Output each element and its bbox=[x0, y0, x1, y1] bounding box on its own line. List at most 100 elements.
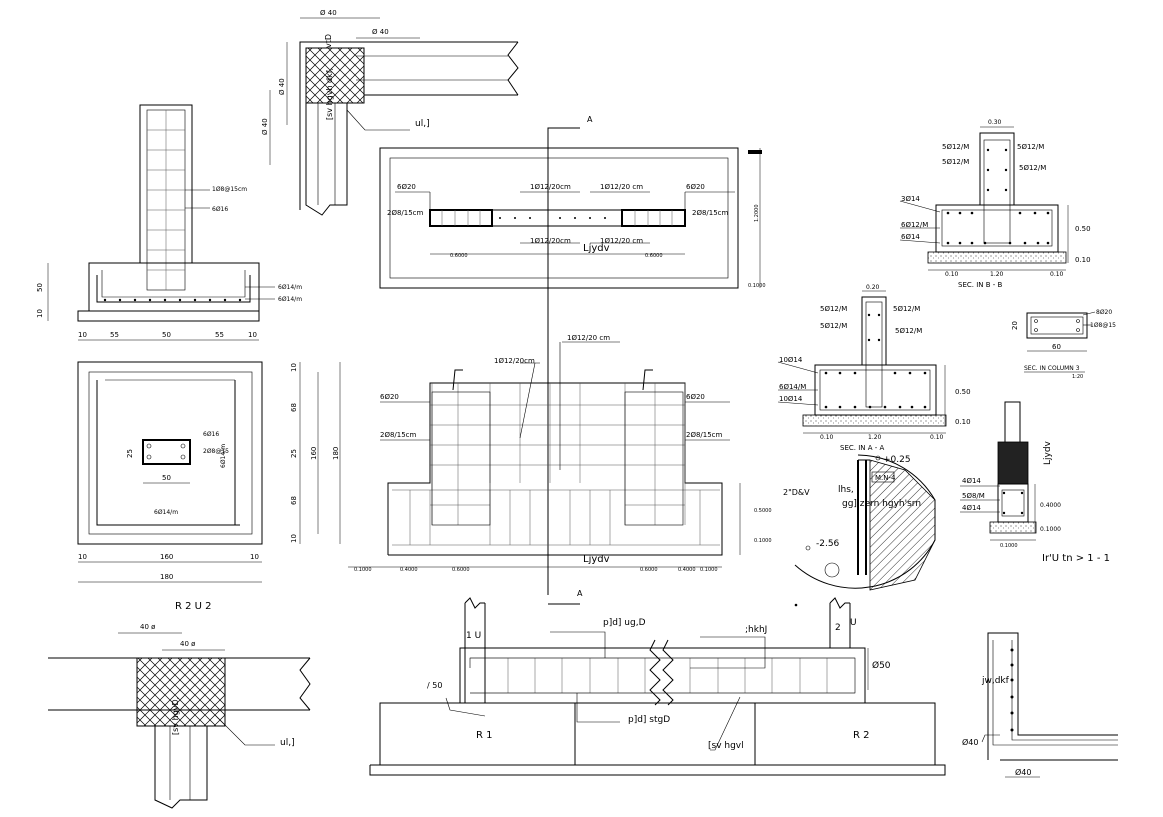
plan-dim-r-10a: 10 bbox=[290, 363, 298, 372]
plan-dim-b-160: 160 bbox=[160, 553, 173, 561]
aa-dim-b-3: 0.10 bbox=[930, 434, 944, 441]
be-bottom-label: Ljydv bbox=[583, 554, 610, 565]
bp-label-1o12-a: 1Ø12/20cm bbox=[530, 183, 571, 191]
label-bottom-bars-2: 6Ø14/m bbox=[278, 296, 302, 303]
beam-elevation: 1Ø12/20cm 1Ø12/20 cm 6Ø20 6Ø20 2Ø8/15cm … bbox=[348, 334, 772, 605]
aa-label-1: 5Ø12/M bbox=[820, 305, 847, 313]
bp-label-6o20-r: 6Ø20 bbox=[686, 183, 705, 191]
bp-dim-r-2: 0.1000 bbox=[748, 283, 766, 289]
gb-left-angle: / 50 bbox=[427, 681, 442, 690]
be-label-6o20-r: 6Ø20 bbox=[686, 393, 705, 401]
bb-label-7: 6Ø14 bbox=[901, 233, 920, 241]
footing-caption: R 2 U 2 bbox=[175, 601, 212, 612]
col-caption: SEC. IN COLUMN 3 bbox=[1024, 365, 1080, 372]
bb-dim-b-1: 0.10 bbox=[945, 271, 959, 278]
bp-center-label: Ljydv bbox=[583, 243, 610, 254]
be-label-1o12-b: 1Ø12/20 cm bbox=[567, 334, 610, 342]
grade-beam: p]d] ug,D ;hkhJ p]d] stgD [sv hgvl 1 U /… bbox=[369, 597, 946, 776]
gb-right-dim: Ø50 bbox=[872, 660, 891, 671]
gb-label-right: ;hkhJ bbox=[745, 625, 767, 635]
bb-dim-r-1: 0.50 bbox=[1075, 225, 1091, 233]
gb-label-top: p]d] ug,D bbox=[603, 618, 646, 628]
be-dim-1: 0.1000 bbox=[354, 567, 372, 573]
wf-v-label: Ljydv bbox=[1043, 440, 1053, 465]
corner-bottom-dim-2: 40 ø bbox=[180, 640, 196, 648]
footing-plan: 6Ø16 6Ø14/m 2Ø8@15 6Ø14/m 25 50 10 68 25… bbox=[77, 361, 341, 612]
bb-label-5: 3Ø14 bbox=[901, 195, 920, 203]
wf-caption: Ir'U tn > 1 - 1 bbox=[1042, 553, 1110, 564]
corner-joint-bottom: 40 ø 40 ø [sv hgvD, ul,] bbox=[48, 623, 311, 809]
label-stirrups: 1Ø8@15cm bbox=[212, 186, 247, 193]
bb-dim-b-3: 0.10 bbox=[1050, 271, 1064, 278]
sc-dim-1: Ø40 bbox=[962, 737, 978, 747]
wf-label-3: 4Ø14 bbox=[962, 504, 981, 512]
sc-dim-2: Ø40 bbox=[1015, 767, 1031, 777]
bb-dim-b-2: 1.20 bbox=[990, 271, 1004, 278]
wf-label-1: 4Ø14 bbox=[962, 477, 981, 485]
corner-joint-top: Ø 40 Ø 40 Ø 40 Ø 40 vtD [sv hgvh dkf, ul… bbox=[261, 9, 519, 216]
be-dim-4: 0.6000 bbox=[640, 567, 658, 573]
be-label-6o20-l: 6Ø20 bbox=[380, 393, 399, 401]
sc-v-label: jw,dkf bbox=[981, 676, 1010, 686]
col-label-8o20: 8Ø20 bbox=[1096, 309, 1112, 316]
plan-dim-r-68b: 68 bbox=[290, 496, 298, 505]
plan-dim-r-10b: 10 bbox=[290, 534, 298, 543]
dim-b-55b: 55 bbox=[215, 331, 224, 339]
plan-label-2o8: 2Ø8@15 bbox=[203, 448, 229, 455]
wf-dim-r-1: 0.4000 bbox=[1040, 502, 1061, 509]
aa-label-2: 5Ø12/M bbox=[820, 322, 847, 330]
plan-dim-25: 25 bbox=[126, 449, 134, 458]
corner-top-dim-3: Ø 40 bbox=[278, 78, 286, 95]
bp-label-1o12-d: 1Ø12/20 cm bbox=[600, 237, 643, 245]
bp-dim-2: 0.6000 bbox=[645, 253, 663, 259]
bp-label-6o20-l: 6Ø20 bbox=[397, 183, 416, 191]
bp-dim-r-1: 1.2000 bbox=[754, 205, 760, 223]
col-label-1o8: 1Ø8@15 bbox=[1090, 322, 1116, 329]
dim-b-10a: 10 bbox=[78, 331, 87, 339]
col-dim-20: 20 bbox=[1011, 321, 1019, 330]
section-bb: 0.30 5Ø12/M 5Ø12/M 5Ø12/M 5Ø12/M 3Ø14 6Ø… bbox=[899, 119, 1091, 289]
bp-label-1o12-b: 1Ø12/20 cm bbox=[600, 183, 643, 191]
drain-label-2: lhs, bbox=[838, 485, 854, 495]
aa-dim-b-2: 1.20 bbox=[868, 434, 882, 441]
be-dim-2: 0.4000 bbox=[400, 567, 418, 573]
corner-top-dim-2: Ø 40 bbox=[372, 28, 389, 36]
be-dim-r-1: 0.5000 bbox=[754, 508, 772, 514]
drain-label-pipe: 2"D&V bbox=[783, 488, 810, 497]
aa-label-5: 10Ø14 bbox=[779, 356, 803, 364]
be-dim-r-2: 0.1000 bbox=[754, 538, 772, 544]
bb-label-3: 5Ø12/M bbox=[1017, 143, 1044, 151]
bp-label-2o8-l: 2Ø8/15cm bbox=[387, 209, 424, 217]
drain-label-3: gg] zern hgyh'srn bbox=[842, 499, 921, 509]
bb-label-4: 5Ø12/M bbox=[1019, 164, 1046, 172]
gb-footing-r2: R 2 bbox=[853, 730, 870, 741]
corner-top-dim-4: Ø 40 bbox=[261, 118, 269, 135]
drain-level-top: +0.25 bbox=[883, 455, 911, 465]
plan-dim-50: 50 bbox=[162, 474, 171, 482]
plan-label-6o14m-v: 6Ø14/m bbox=[220, 444, 227, 468]
wf-dim-r-2: 0.1000 bbox=[1040, 526, 1061, 533]
bb-label-1: 5Ø12/M bbox=[942, 143, 969, 151]
plan-dim-r-25: 25 bbox=[290, 449, 298, 458]
section-aa: 0.20 5Ø12/M 5Ø12/M 5Ø12/M 5Ø12/M 10Ø14 6… bbox=[777, 284, 971, 452]
wall-footing: 4Ø14 5Ø8/M 4Ø14 0.4000 0.1000 0.1000 Ljy… bbox=[960, 401, 1110, 564]
aa-dim-r-1: 0.50 bbox=[955, 388, 971, 396]
beam-plan: 6Ø20 1Ø12/20cm 1Ø12/20 cm 6Ø20 2Ø8/15cm … bbox=[379, 115, 766, 595]
plan-label-6o14m-h: 6Ø14/m bbox=[154, 509, 178, 516]
corner-bottom-callout: ul,] bbox=[280, 738, 295, 748]
corner-top-vtext-inner: [sv hgvh dkf, bbox=[325, 68, 334, 120]
aa-label-4: 5Ø12/M bbox=[895, 327, 922, 335]
be-dim-5: 0.4000 bbox=[678, 567, 696, 573]
be-label-2o8-r: 2Ø8/15cm bbox=[686, 431, 723, 439]
bb-label-6: 6Ø12/M bbox=[901, 221, 928, 229]
bp-dim-1: 0.6000 bbox=[450, 253, 468, 259]
plan-dim-b-10a: 10 bbox=[78, 553, 87, 561]
gb-label-bottom: p]d] stgD bbox=[628, 715, 670, 725]
be-dim-6: 0.1000 bbox=[700, 567, 718, 573]
plan-label-6o16: 6Ø16 bbox=[203, 431, 219, 438]
corner-top-callout: ul,] bbox=[415, 119, 430, 129]
plan-dim-b-180: 180 bbox=[160, 573, 173, 581]
wf-label-2: 5Ø8/M bbox=[962, 492, 985, 500]
bb-label-2: 5Ø12/M bbox=[942, 158, 969, 166]
